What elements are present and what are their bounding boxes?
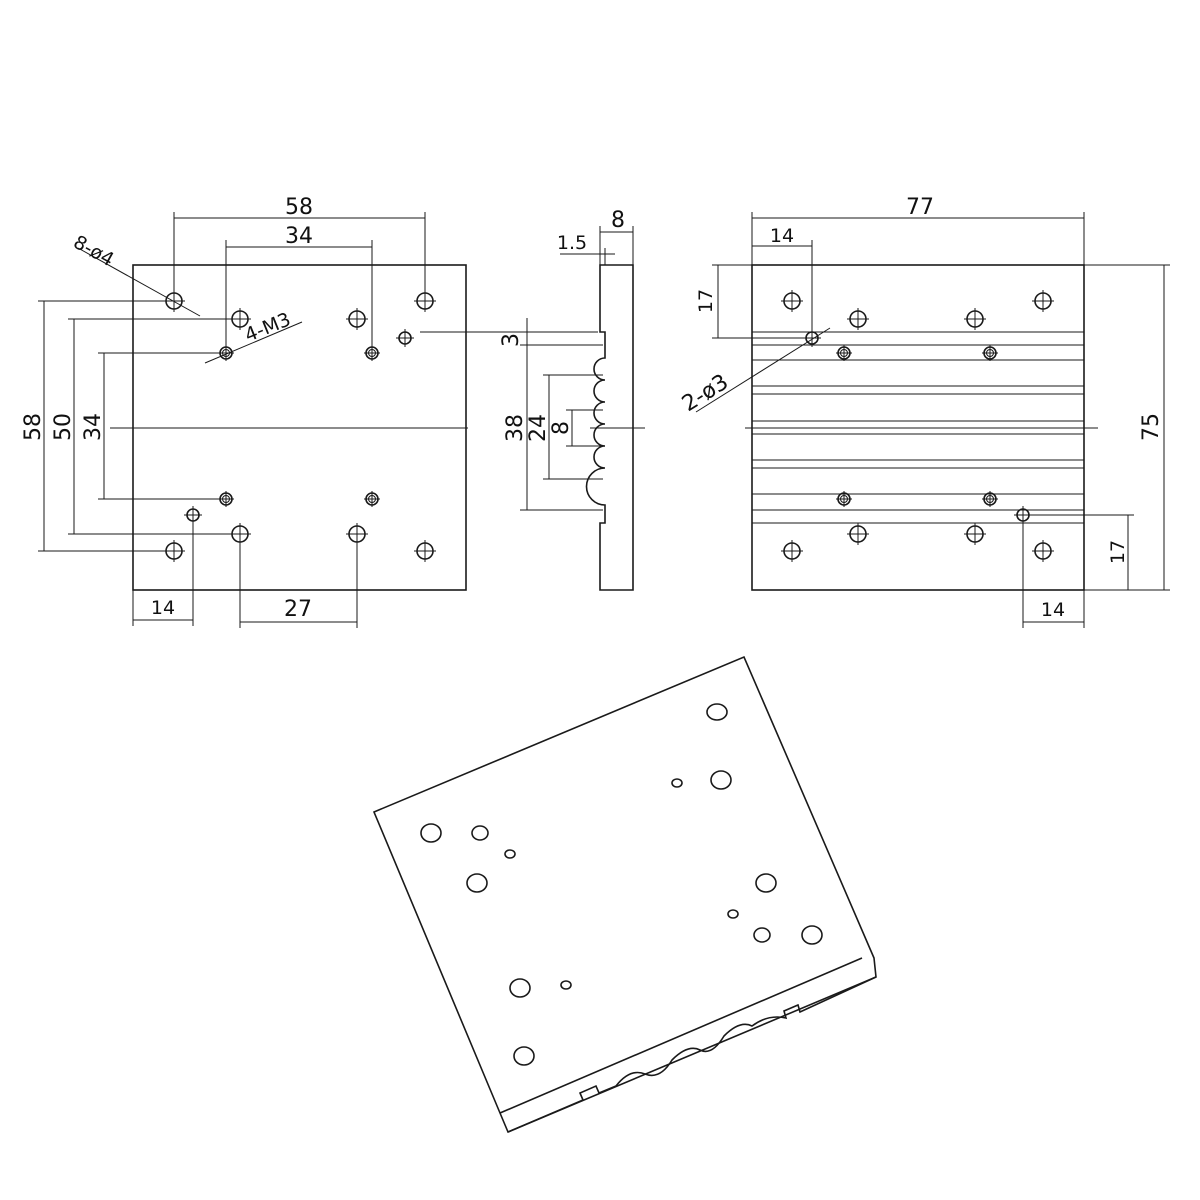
hole-large — [847, 523, 869, 545]
iso-hole — [801, 925, 823, 945]
iso-front-edge — [499, 957, 863, 1114]
hole-m3 — [364, 491, 380, 507]
iso-top-face — [372, 655, 877, 1134]
side-profile — [585, 264, 634, 591]
svg-text:3: 3 — [499, 333, 524, 347]
right-holes-small — [803, 329, 1032, 524]
svg-text:1.5: 1.5 — [557, 232, 587, 254]
hole-large — [781, 540, 803, 562]
hole-m3 — [218, 491, 234, 507]
side-view: 8 1.5 3 38 24 8 — [420, 208, 645, 591]
iso-hole — [755, 873, 777, 893]
svg-text:38: 38 — [503, 414, 528, 442]
svg-text:75: 75 — [1139, 413, 1164, 441]
iso-hole — [671, 778, 683, 788]
hole-large — [346, 308, 368, 330]
svg-text:34: 34 — [285, 224, 313, 249]
dim-right-bottom: 17 — [1030, 514, 1134, 591]
dim-side-top-width: 8 — [599, 208, 634, 265]
svg-text:2-ø3: 2-ø3 — [678, 370, 733, 417]
iso-hole — [420, 823, 442, 843]
hole-m3 — [218, 345, 234, 361]
svg-text:8-ø4: 8-ø4 — [70, 231, 118, 271]
front-holes-small — [184, 329, 414, 524]
svg-text:50: 50 — [51, 413, 76, 441]
hole-large — [847, 308, 869, 330]
svg-text:34: 34 — [81, 413, 106, 441]
dim-right-bottom-offset: 14 — [1022, 521, 1085, 628]
iso-hole — [706, 703, 728, 721]
svg-text:24: 24 — [526, 414, 551, 442]
dim-left-mid: 50 — [51, 318, 234, 535]
iso-hole — [513, 1046, 535, 1066]
dim-right-top-offset: 14 — [752, 225, 813, 332]
dim-side-span-mid: 24 — [526, 374, 603, 480]
svg-text:77: 77 — [906, 195, 934, 220]
dim-right-height: 75 — [1084, 264, 1170, 591]
hole-large — [414, 290, 436, 312]
dim-side-step: 1.5 — [557, 232, 615, 265]
svg-text:8: 8 — [549, 421, 574, 435]
iso-holes — [420, 703, 823, 1066]
iso-hole — [509, 978, 531, 998]
hole-large — [414, 540, 436, 562]
iso-hole — [466, 873, 488, 893]
hole-m3 — [364, 345, 380, 361]
svg-text:8: 8 — [611, 208, 625, 233]
hole-small — [396, 329, 414, 347]
iso-groove-profile — [507, 976, 877, 1133]
hole-m3 — [836, 491, 852, 507]
dim-left-inner: 34 — [81, 352, 220, 500]
leader-8-o4: 8-ø4 — [70, 231, 201, 317]
iso-hole — [727, 909, 739, 919]
front-holes-large — [163, 290, 436, 562]
hole-m3 — [836, 345, 852, 361]
hole-m3 — [982, 491, 998, 507]
svg-text:14: 14 — [770, 225, 794, 247]
dim-side-span-inner: 8 — [549, 409, 603, 447]
right-holes-threaded — [836, 345, 998, 507]
dim-left-outer: 58 — [21, 300, 168, 552]
hole-large — [346, 523, 368, 545]
hole-large — [964, 308, 986, 330]
dim-top-outer: 58 — [173, 195, 426, 293]
hole-large — [1032, 540, 1054, 562]
svg-text:14: 14 — [1041, 599, 1065, 621]
front-holes-threaded — [218, 345, 380, 507]
isometric-view — [372, 655, 877, 1134]
dim-bottom-left: 14 — [132, 521, 194, 626]
dim-top-inner: 34 — [225, 224, 373, 347]
svg-text:4-M3: 4-M3 — [242, 308, 294, 346]
svg-text:58: 58 — [21, 413, 46, 441]
iso-hole — [710, 770, 732, 790]
dim-right-top-width: 77 — [751, 195, 1085, 265]
iso-hole — [753, 927, 771, 943]
svg-text:58: 58 — [285, 195, 313, 220]
dim-bottom-mid: 27 — [239, 542, 358, 628]
iso-hole — [560, 980, 572, 990]
dim-side-groove: 3 — [420, 318, 603, 347]
right-view: 77 14 17 2-ø3 75 17 — [678, 195, 1170, 628]
hole-large — [1032, 290, 1054, 312]
right-rail-lines — [752, 331, 1084, 524]
svg-text:17: 17 — [695, 289, 717, 313]
hole-large — [781, 290, 803, 312]
iso-hole — [471, 825, 489, 841]
front-view: 58 34 8-ø4 4-M3 58 50 — [21, 195, 468, 628]
svg-text:14: 14 — [151, 597, 175, 619]
dim-side-span-outer: 38 — [503, 345, 603, 511]
right-holes-large — [781, 290, 1054, 562]
iso-hole — [504, 849, 516, 859]
hole-m3 — [982, 345, 998, 361]
hole-large — [964, 523, 986, 545]
dim-right-left-top: 17 — [695, 264, 806, 339]
svg-text:17: 17 — [1107, 540, 1129, 564]
svg-text:27: 27 — [284, 597, 312, 622]
